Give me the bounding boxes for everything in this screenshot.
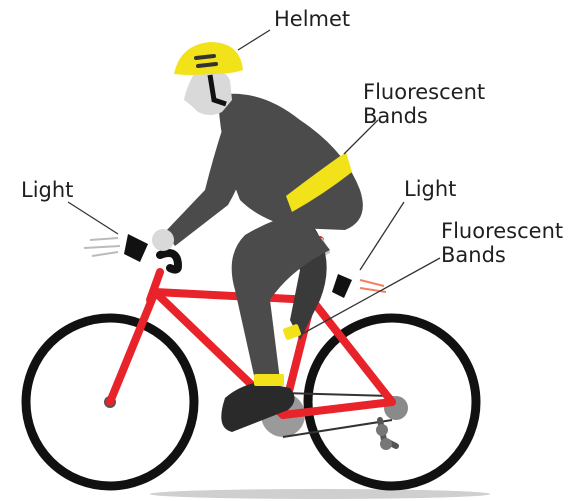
label-light-rear: Light [404,177,456,201]
label-helmet: Helmet [274,7,350,31]
label-fluorescent-bands-top: Fluorescent Bands [363,80,485,128]
label-fluorescent-bands-top-line2: Bands [363,104,485,128]
front-light [84,234,148,262]
rear-light [332,274,386,298]
label-helmet-text: Helmet [274,7,350,31]
rider [152,68,363,432]
handlebar [160,253,178,270]
label-fluorescent-bands-right-line1: Fluorescent [441,219,563,243]
label-light-front: Light [21,178,73,202]
label-fluorescent-bands-right-line2: Bands [441,243,563,267]
label-fluorescent-bands-right: Fluorescent Bands [441,219,563,267]
helmet-shape [174,42,243,75]
label-light-front-text: Light [21,178,73,202]
label-fluorescent-bands-top-line1: Fluorescent [363,80,485,104]
label-light-rear-text: Light [404,177,456,201]
ground-shadow [150,489,490,499]
